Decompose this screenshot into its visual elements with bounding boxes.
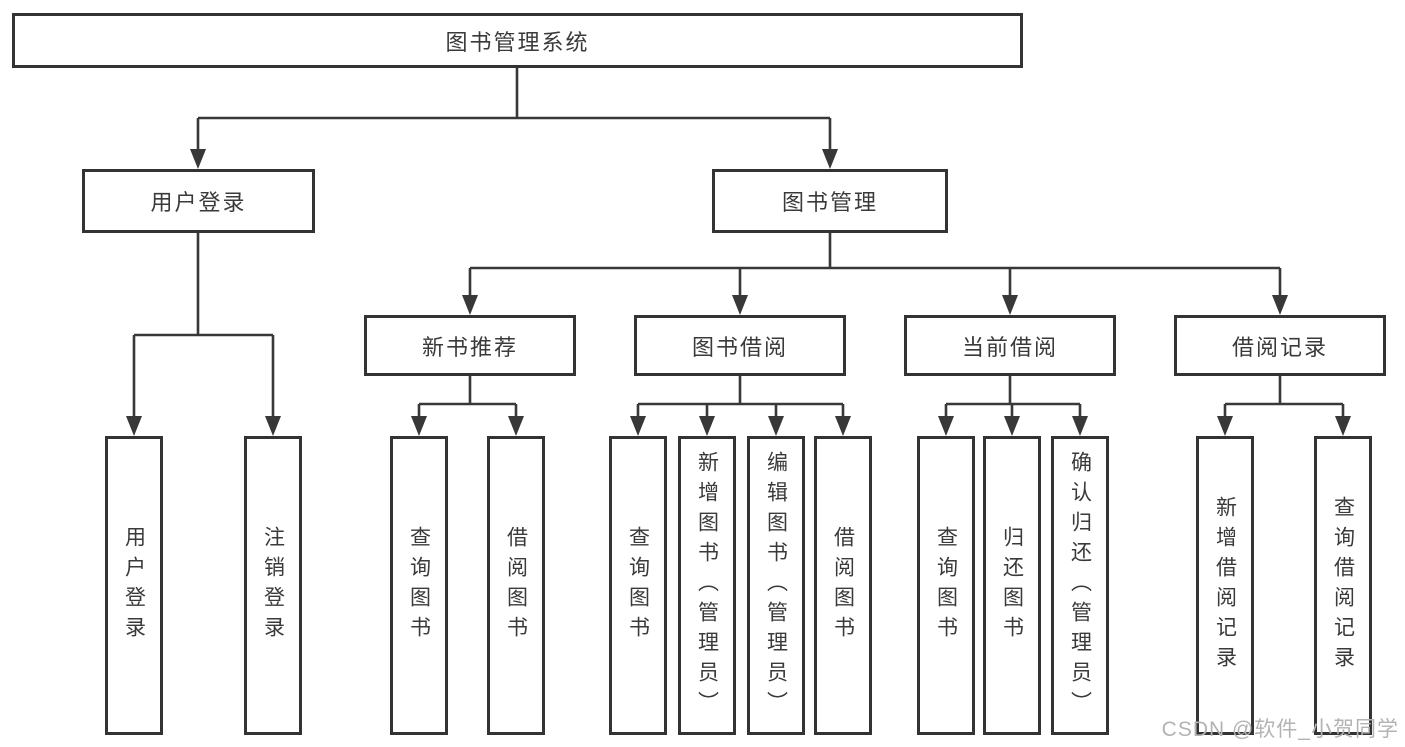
leaf-edit-book-admin: 编辑图书（管理员） xyxy=(747,436,805,735)
leaf-label: 查询图书 xyxy=(407,525,431,646)
leaf-label: 确认归还（管理员） xyxy=(1068,450,1092,721)
arrow-down-icon xyxy=(1002,295,1018,315)
leaf-user-login: 用户登录 xyxy=(105,436,163,735)
arrow-down-icon xyxy=(1335,416,1351,436)
arrow-down-icon xyxy=(822,149,838,169)
arrow-down-icon xyxy=(1217,416,1233,436)
leaf-label: 编辑图书（管理员） xyxy=(764,450,788,721)
node-current-borrowing: 当前借阅 xyxy=(904,315,1116,376)
arrow-down-icon xyxy=(1072,416,1088,436)
leaf-label: 新增借阅记录 xyxy=(1213,495,1237,676)
leaf-label: 借阅图书 xyxy=(831,525,855,646)
node-borrowing-records: 借阅记录 xyxy=(1174,315,1386,376)
arrow-down-icon xyxy=(768,416,784,436)
arrow-down-icon xyxy=(835,416,851,436)
arrow-down-icon xyxy=(1272,295,1288,315)
leaf-query-books-current: 查询图书 xyxy=(917,436,975,735)
leaf-label: 借阅图书 xyxy=(504,525,528,646)
leaf-label: 查询图书 xyxy=(934,525,958,646)
node-new-book-recommendation: 新书推荐 xyxy=(364,315,576,376)
leaf-label: 归还图书 xyxy=(1000,525,1024,646)
leaf-logout: 注销登录 xyxy=(244,436,302,735)
node-root-library-system: 图书管理系统 xyxy=(12,13,1023,68)
leaf-query-books-recommendation: 查询图书 xyxy=(390,436,448,735)
arrow-down-icon xyxy=(190,149,206,169)
arrow-down-icon xyxy=(411,416,427,436)
arrow-down-icon xyxy=(699,416,715,436)
arrow-down-icon xyxy=(265,416,281,436)
arrow-down-icon xyxy=(126,416,142,436)
leaf-borrow-books-borrowing: 借阅图书 xyxy=(814,436,872,735)
leaf-confirm-return-admin: 确认归还（管理员） xyxy=(1051,436,1109,735)
leaf-label: 新增图书（管理员） xyxy=(695,450,719,721)
watermark-text: CSDN @软件_小贺同学 xyxy=(1161,718,1399,741)
node-user-login: 用户登录 xyxy=(82,169,315,233)
leaf-return-books: 归还图书 xyxy=(983,436,1041,735)
arrow-down-icon xyxy=(732,295,748,315)
leaf-add-borrow-record: 新增借阅记录 xyxy=(1196,436,1254,735)
arrow-down-icon xyxy=(462,295,478,315)
leaf-query-books-borrowing: 查询图书 xyxy=(609,436,667,735)
arrow-down-icon xyxy=(1004,416,1020,436)
leaf-label: 用户登录 xyxy=(122,525,146,646)
leaf-add-book-admin: 新增图书（管理员） xyxy=(678,436,736,735)
leaf-query-borrow-record: 查询借阅记录 xyxy=(1314,436,1372,735)
leaf-label: 查询借阅记录 xyxy=(1331,495,1355,676)
node-book-management: 图书管理 xyxy=(712,169,948,233)
arrow-down-icon xyxy=(630,416,646,436)
leaf-label: 注销登录 xyxy=(261,525,285,646)
arrow-down-icon xyxy=(508,416,524,436)
node-book-borrowing: 图书借阅 xyxy=(634,315,846,376)
leaf-borrow-books-recommendation: 借阅图书 xyxy=(487,436,545,735)
leaf-label: 查询图书 xyxy=(626,525,650,646)
arrow-down-icon xyxy=(938,416,954,436)
